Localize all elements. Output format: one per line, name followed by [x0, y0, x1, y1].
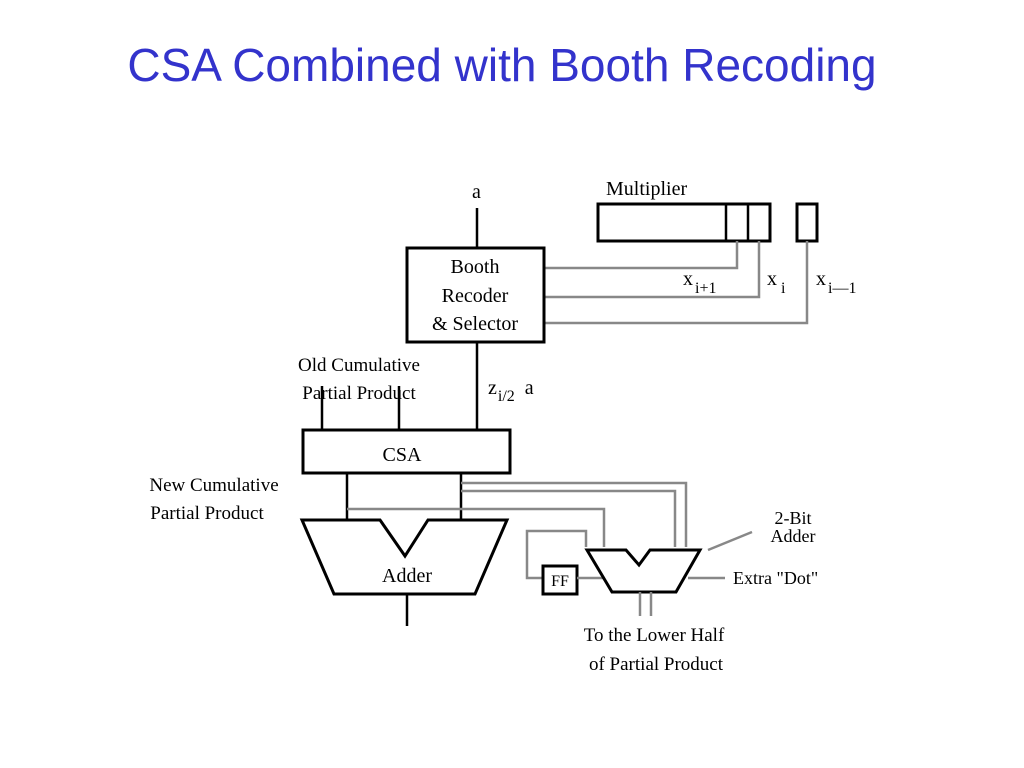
old-cumulative-line1: Old Cumulative: [298, 355, 420, 376]
csa-low-bit-wire: [461, 481, 688, 547]
multiplier-register: [596, 202, 772, 243]
multiplier-extra-bit: [795, 202, 819, 243]
csa-label: CSA: [383, 444, 422, 466]
old-cumulative-line2: Partial Product: [302, 383, 416, 404]
lower-half-line2: of Partial Product: [589, 654, 724, 675]
lower-half-line1: To the Lower Half: [584, 625, 725, 646]
adder-label: Adder: [382, 565, 432, 587]
multiplier-label: Multiplier: [606, 178, 687, 200]
ff-label: FF: [551, 573, 569, 590]
ff-feedback-wire: [525, 529, 588, 580]
new-cumulative-line2: Partial Product: [150, 503, 264, 524]
booth-recoder-block: [405, 246, 546, 344]
input-a-label: a: [472, 181, 481, 203]
x-i-plus-1-wire: [544, 241, 739, 270]
two-bit-adder-block: [584, 548, 703, 594]
csa-block: [301, 428, 512, 475]
page-title: CSA Combined with Booth Recoding: [127, 39, 877, 91]
x-i-wire: [544, 241, 761, 299]
booth-label-line1: Booth: [451, 256, 500, 278]
new-cumulative-line1: New Cumulative: [149, 475, 278, 496]
x-i-minus-1-wire: [544, 241, 809, 325]
ff-block: [541, 564, 579, 596]
adder-block: [299, 518, 510, 596]
booth-label-line3: & Selector: [432, 313, 518, 335]
csa-low-bit-wire: [461, 489, 677, 547]
extra-dot-label: Extra "Dot": [733, 568, 818, 588]
two-bit-adder-pointer: [707, 530, 753, 552]
booth-label-line2: Recoder: [442, 285, 509, 307]
csa-low-bit-wire: [347, 507, 606, 547]
two-bit-adder-line1: 2-Bit: [774, 508, 811, 528]
two-bit-adder-line2: Adder: [771, 526, 816, 546]
